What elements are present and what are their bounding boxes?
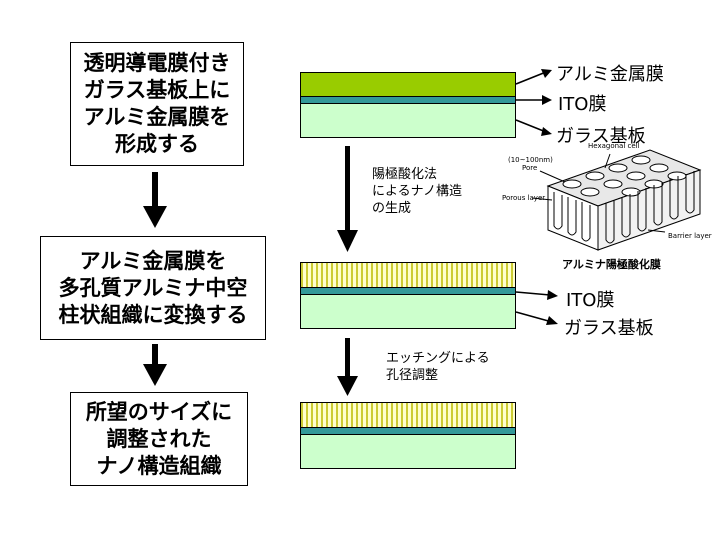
etching-line2: 孔径調整 xyxy=(386,368,439,383)
label-glass-substrate-2: ガラス基板 xyxy=(564,318,654,339)
process-arrow-1 xyxy=(337,146,358,252)
inset-label-porous-layer: Porous layer xyxy=(502,194,546,202)
step3-line3: ナノ構造組織 xyxy=(96,453,222,478)
anodizing-line1: 陽極酸化法 xyxy=(372,167,438,182)
etching-line1: エッチングによる xyxy=(386,351,490,366)
step2-line2: 多孔質アルミナ中空 xyxy=(58,275,248,300)
step-box-2: アルミ金属膜を 多孔質アルミナ中空 柱状組織に変換する xyxy=(40,236,266,340)
inset-label-barrier-layer: Barrier layer xyxy=(668,232,712,240)
step3-line1: 所望のサイズに xyxy=(85,399,233,424)
pointer-arrow-glass-2 xyxy=(515,311,558,325)
flow-arrow-2 xyxy=(143,344,167,386)
label-aluminum-film: アルミ金属膜 xyxy=(556,64,664,85)
step1-line4: 形成する xyxy=(115,132,199,156)
process-arrow-2 xyxy=(337,338,358,396)
step1-line1: 透明導電膜付き xyxy=(83,51,231,75)
stack3-glass-layer xyxy=(300,434,516,469)
step3-line2: 調整された xyxy=(106,426,212,451)
step2-line1: アルミ金属膜を xyxy=(79,248,227,273)
process-note-etching: エッチングによる 孔径調整 xyxy=(386,350,490,384)
label-ito-film-1: ITO膜 xyxy=(558,94,607,115)
process-note-anodizing: 陽極酸化法 によるナノ構造 の生成 xyxy=(372,166,462,217)
step2-line3: 柱状組織に変換する xyxy=(58,302,248,327)
inset-label-hexagonal-cell: Hexagonal cell xyxy=(588,142,640,150)
step-box-3: 所望のサイズに 調整された ナノ構造組織 xyxy=(70,392,248,486)
label-alumina-anodic-film: アルミナ陽極酸化膜 xyxy=(562,258,661,271)
step1-line2: ガラス基板上に xyxy=(83,78,231,102)
stack3-alumina-layer xyxy=(300,402,516,428)
label-ito-film-2: ITO膜 xyxy=(566,290,615,311)
label-glass-substrate-1: ガラス基板 xyxy=(556,126,646,147)
stack2-glass-layer xyxy=(300,294,516,329)
step1-line3: アルミ金属膜を xyxy=(83,105,231,129)
anodizing-line2: によるナノ構造 xyxy=(372,184,462,199)
stack1-glass-layer xyxy=(300,103,516,138)
anodizing-line3: の生成 xyxy=(372,201,412,216)
pointer-arrow-ito-1 xyxy=(516,95,552,105)
inset-label-size: (10~100nm) xyxy=(508,156,553,164)
step-box-1: 透明導電膜付き ガラス基板上に アルミ金属膜を 形成する xyxy=(70,42,244,166)
inset-label-pore: Pore xyxy=(522,164,538,172)
flow-arrow-1 xyxy=(143,172,167,228)
pointer-arrow-glass-1 xyxy=(515,119,552,136)
pointer-arrow-ito-2 xyxy=(515,290,558,300)
pointer-arrow-aluminum xyxy=(515,69,552,85)
